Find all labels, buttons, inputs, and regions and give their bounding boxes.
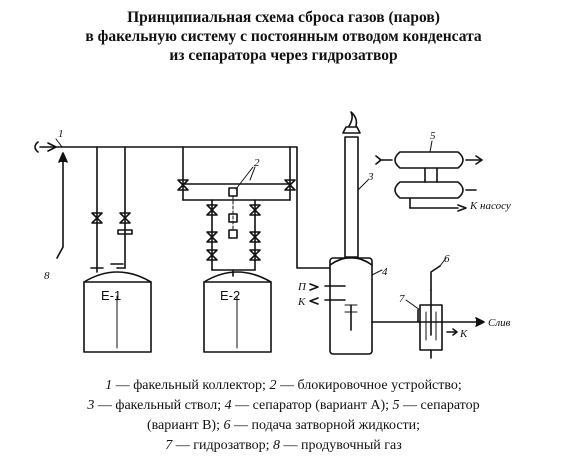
valve-e1-right xyxy=(119,212,131,224)
caption-line-4: 7 — гидрозатвор; 8 — продувочный газ xyxy=(165,438,402,453)
valve-e2-b xyxy=(249,204,261,216)
tank-e2-top xyxy=(203,271,272,283)
tank-e1-label: Е-1 xyxy=(101,288,121,303)
callout-1-leader xyxy=(55,138,63,148)
separator-b-upper xyxy=(394,151,464,169)
safety-valve-e1 xyxy=(117,229,133,235)
callout-4-leader xyxy=(371,269,383,276)
callout-7-leader xyxy=(405,299,421,311)
caption-line-3: (вариант В); 6 — подача затворной жидкос… xyxy=(146,418,421,433)
separator-drain-line xyxy=(371,309,419,323)
to-pump-label: К насосу xyxy=(469,200,511,212)
valve-e1-left xyxy=(91,212,103,224)
separator-in-label: П xyxy=(297,281,307,293)
caption-line-2: 3 — факельный ствол; 4 — сепаратор (вари… xyxy=(87,398,480,413)
flare-tip xyxy=(342,126,361,134)
callout-1: 1 xyxy=(58,128,64,140)
tank-e2-body xyxy=(203,281,272,353)
tank-e1-top xyxy=(83,271,152,283)
callout-5: 5 xyxy=(430,130,436,142)
title-line-2: в факельную систему с постоянным отводом… xyxy=(85,28,482,45)
valve-bypass-right xyxy=(284,179,296,191)
flare-collector-line xyxy=(39,146,331,269)
flame xyxy=(348,111,358,127)
callout-2-leader-a xyxy=(235,166,254,190)
seal-liquid-line xyxy=(430,265,441,291)
figure-caption: 1 — факельный коллектор; 2 — блокировочн… xyxy=(0,376,567,456)
callout-2: 2 xyxy=(254,157,260,169)
callout-2-leader-b xyxy=(249,166,256,181)
flare-stack xyxy=(344,136,359,258)
collector-end-cap xyxy=(34,141,39,153)
arrow-purge xyxy=(58,152,68,163)
valve-e2-f xyxy=(249,249,261,261)
tank-e1-body xyxy=(83,281,152,353)
title-line-3: из сепаратора через гидрозатвор xyxy=(169,47,398,64)
callout-6-leader xyxy=(439,257,447,267)
caption-line-1: 1 — факельный коллектор; 2 — блокировочн… xyxy=(105,378,462,393)
valve-bypass-left xyxy=(177,179,189,191)
title-line-1: Принципиальная схема сброса газов (паров… xyxy=(127,9,440,26)
valve-e2-e xyxy=(206,249,218,261)
callout-3-leader xyxy=(357,179,369,191)
callout-4: 4 xyxy=(382,266,388,278)
separator-out-label: К xyxy=(297,296,306,308)
valve-e2-d xyxy=(249,231,261,243)
purge-gas-line xyxy=(56,155,64,259)
callout-8: 8 xyxy=(44,270,50,282)
separator-b-lower xyxy=(394,181,464,199)
valve-e2-a xyxy=(206,204,218,216)
valve-e2-c xyxy=(206,231,218,243)
arrow-drain xyxy=(475,317,485,327)
callout-6: 6 xyxy=(444,253,450,265)
page-title: Принципиальная схема сброса газов (паров… xyxy=(0,8,567,65)
arrow-collector xyxy=(47,142,57,152)
tank-e2-label: Е-2 xyxy=(220,288,240,303)
callout-5-leader xyxy=(429,140,433,153)
drain-label: Слив xyxy=(488,317,511,329)
callout-7: 7 xyxy=(399,293,405,305)
interlock-box-bot xyxy=(228,229,238,239)
callout-3: 3 xyxy=(367,171,374,183)
seal-out-label: К xyxy=(459,328,468,340)
